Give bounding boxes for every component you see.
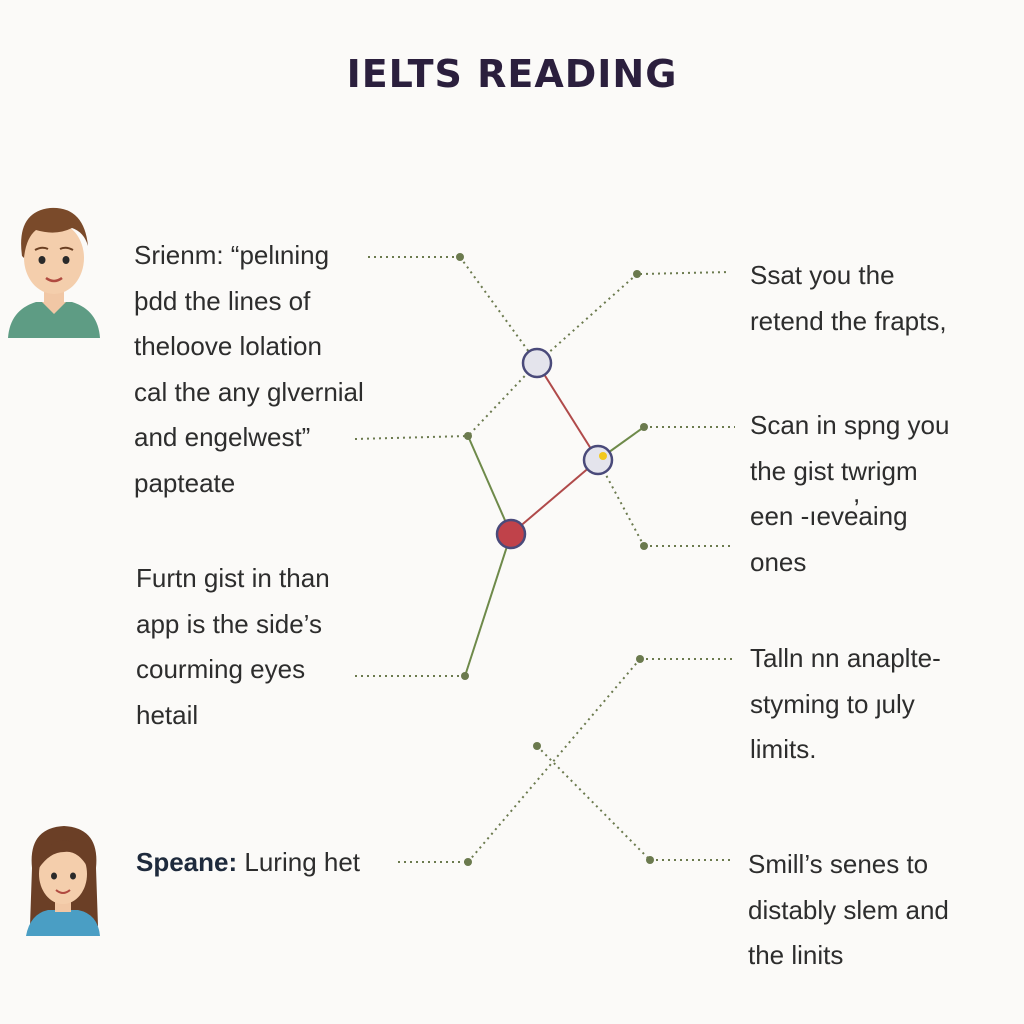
text-line: app is the side’s — [136, 608, 322, 639]
solid-line — [467, 435, 512, 535]
text-line: Scan in spng you — [750, 410, 950, 440]
text-line: and engelwest” — [134, 422, 311, 452]
endpoint-dot — [461, 672, 469, 680]
text-line: cal the any glvernial — [134, 376, 364, 407]
text-line: theloove lolation — [134, 331, 322, 361]
diagonal-line — [459, 256, 538, 364]
text-line: þdd the lines of — [134, 285, 311, 316]
text-line: styming to ȷuly — [750, 688, 915, 719]
male-avatar-icon — [8, 207, 100, 338]
endpoint-dot — [633, 270, 641, 278]
endpoint-dot — [464, 858, 472, 866]
endpoint-dot — [646, 856, 654, 864]
leader-line — [639, 271, 731, 275]
node-circle — [521, 347, 553, 379]
right-text-block-2: Scan in spng you the gist twrigm een -ıe… — [750, 403, 949, 585]
text-line: een -ıeve̕aing — [750, 501, 908, 531]
solid-line — [536, 362, 599, 461]
text-line: Furtn gist in than — [136, 563, 330, 593]
endpoint-dot — [640, 423, 648, 431]
left-text-block-1: Srienm: “pelιning þdd the lines of thelo… — [134, 233, 364, 506]
diagonal-line — [536, 745, 651, 861]
text-line: the linits — [748, 940, 844, 970]
text-line: Talln nn anaplte- — [750, 643, 941, 673]
endpoint-dot — [456, 253, 464, 261]
text-line: limits. — [750, 734, 817, 764]
endpoint-dot — [533, 742, 541, 750]
node-circle — [495, 518, 527, 550]
text-line: the gist twrigm — [750, 455, 918, 486]
page-title: IELTS READING — [346, 52, 678, 96]
speaker-name: Speane: — [136, 847, 238, 877]
leader-line — [354, 435, 469, 440]
right-text-block-4: Smill’s senes to distably slem and the l… — [748, 842, 949, 979]
text-line: Ssat you the — [750, 260, 895, 290]
node-accent — [599, 452, 607, 460]
female-avatar-icon — [26, 826, 100, 936]
speaker-line: Speane: Luring het — [136, 840, 360, 886]
text-line: Srienm: “pelιning — [134, 240, 330, 270]
text-line: hetail — [136, 699, 199, 730]
right-text-block-3: Talln nn anaplte- styming to ȷuly limits… — [750, 636, 941, 773]
right-text-block-1: Ssat you the retend the frapts, — [750, 253, 947, 344]
text-line: retend the frapts, — [750, 305, 947, 336]
endpoint-dot — [640, 542, 648, 550]
text-line: distably slem and — [748, 894, 949, 925]
text-line: Smill’s senes to — [748, 849, 929, 879]
text-line: ones — [750, 546, 807, 577]
diagonal-line — [467, 658, 641, 863]
endpoint-dot — [636, 655, 644, 663]
speaker-text: Luring het — [237, 847, 361, 877]
left-text-block-2: Furtn gist in than app is the side’s cou… — [136, 556, 330, 738]
node-circle — [582, 444, 614, 476]
solid-line — [464, 533, 512, 677]
text-line: courming eyes — [136, 654, 306, 684]
diagonal-line — [536, 273, 638, 364]
diagonal-line — [597, 459, 645, 547]
text-line: papteate — [134, 467, 236, 498]
endpoint-dot — [464, 432, 472, 440]
solid-line — [510, 459, 599, 535]
